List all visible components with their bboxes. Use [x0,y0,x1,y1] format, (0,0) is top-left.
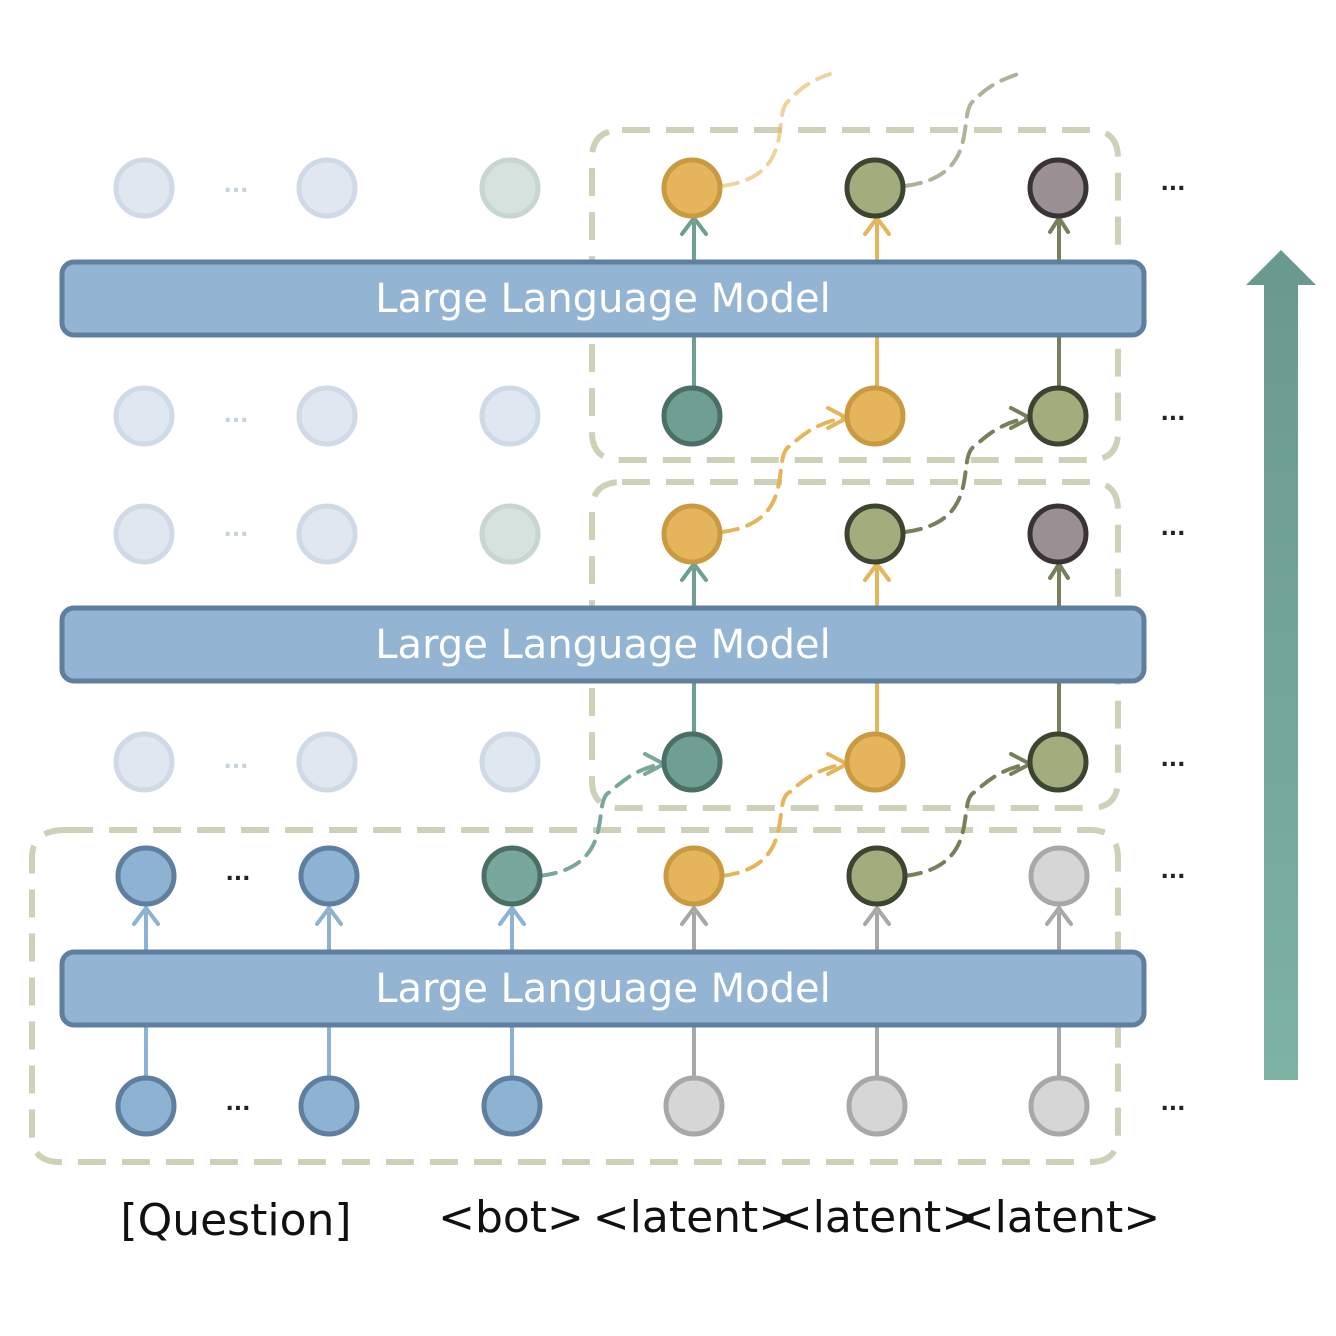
ellipsis: ... [1160,171,1185,196]
row-iteration-2-input [113,731,1089,793]
feedback-curve-3-latent-1-out [720,72,832,188]
thought-node [846,845,908,907]
iteration-1-arrowheads [132,906,1073,926]
progress-up-arrow [1246,250,1316,1080]
question-hidden-node [115,845,177,907]
feedback-curve-3-latent-2-out [903,72,1020,188]
thought-node [661,157,723,219]
faded-node [296,385,358,447]
token-labels: [Question] <bot> <latent> <latent> <late… [120,1192,1160,1246]
faded-node [113,157,175,219]
thought-node [844,157,906,219]
question-token-node [115,1075,177,1137]
llm-label-3: Large Language Model [375,276,830,322]
latent-token-node [663,1075,725,1137]
thought-node [663,845,725,907]
ellipsis: ... [223,749,248,774]
llm-label-1: Large Language Model [375,966,830,1012]
ellipsis: ... [223,403,248,428]
latent-label-3: <latent> [958,1192,1160,1243]
question-hidden-node [298,845,360,907]
thought-node [844,385,906,447]
feedback-curve-2-latent-2-to-latent-3 [903,416,1030,534]
faded-node [296,731,358,793]
next-token-node [1027,503,1089,565]
ellipsis: ... [225,1091,250,1116]
faded-node [113,503,175,565]
ellipsis: ... [1160,1091,1185,1116]
bot-hidden-node [661,731,723,793]
faded-node [296,157,358,219]
question-label: [Question] [120,1195,351,1246]
feedback-curves [538,72,1030,878]
ellipsis: ... [1160,516,1185,541]
llm-bar-iteration-1: Large Language Model [59,949,1147,1028]
ellipsis: ... [1160,401,1185,426]
thought-node [844,731,906,793]
ellipsis: ... [225,861,250,886]
faded-node [479,157,541,219]
ellipsis-marks: ... ... ... ... ... ... ... ... ... ... … [223,171,1185,1116]
iteration-2-vertical-links [692,568,1061,734]
llm-label-2: Large Language Model [375,622,830,668]
ellipsis: ... [1160,747,1185,772]
llm-bar-iteration-2: Large Language Model [59,605,1147,684]
iteration-1-boundary [29,827,1121,1165]
thought-node [661,503,723,565]
faded-node [479,731,541,793]
feedback-curve-latent-1-to-latent-2 [720,762,847,878]
faded-node [113,731,175,793]
row-iteration-2-output [113,503,1089,565]
next-token-node [1027,157,1089,219]
faded-node [479,503,541,565]
bot-hidden-node [481,845,543,907]
iteration-2-boundary [589,479,1121,811]
faded-node [296,503,358,565]
thought-node [844,503,906,565]
llm-bar-iteration-3: Large Language Model [59,259,1147,338]
bot-label: <bot> [438,1192,584,1243]
latent-label-1: <latent> [593,1192,795,1243]
latent-token-node [846,1075,908,1137]
iteration-3-vertical-links [692,222,1061,388]
iteration-1-vertical-links [144,912,1061,1077]
thought-node [1027,385,1089,447]
bot-hidden-node [661,385,723,447]
row-iteration-3-input [113,385,1089,447]
feedback-curve-bot-to-latent-1 [538,762,664,878]
ellipsis: ... [1160,859,1185,884]
bot-token-node [481,1075,543,1137]
question-token-node [298,1075,360,1137]
ellipsis: ... [223,173,248,198]
faded-node [113,385,175,447]
ellipsis: ... [223,517,248,542]
thought-node [1027,731,1089,793]
feedback-curve-latent-2-to-latent-3 [903,762,1030,878]
latent-label-2: <latent> [776,1192,978,1243]
iteration-3-boundary [589,127,1121,463]
row-iteration-1-output [115,845,1090,907]
faded-node [479,385,541,447]
feedback-curve-2-latent-1-to-latent-2 [720,416,847,534]
latent-token-node [1028,1075,1090,1137]
row-iteration-3-output [113,157,1089,219]
empty-latent-node [1028,845,1090,907]
row-iteration-1-input [115,1075,1090,1137]
